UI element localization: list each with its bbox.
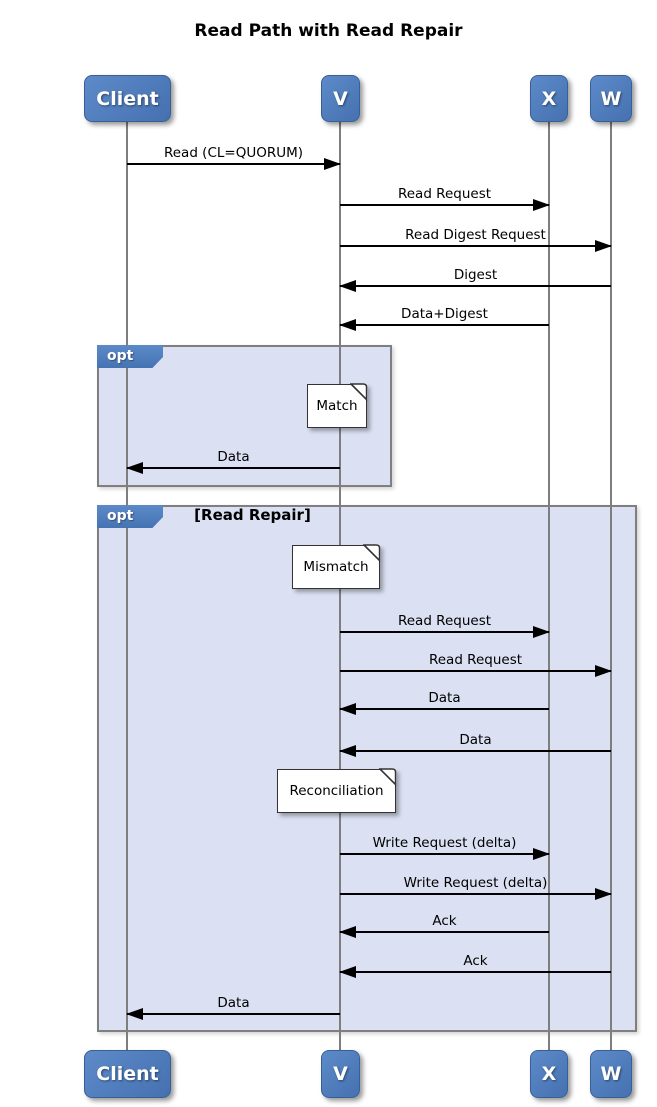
message-line bbox=[127, 162, 340, 165]
message-label: Ack bbox=[432, 913, 457, 929]
arrowhead-icon bbox=[339, 745, 356, 757]
message-line bbox=[340, 892, 611, 895]
message-read-digest-request-v-w: Read Digest Request bbox=[340, 226, 612, 252]
note-fold-corner-icon bbox=[378, 768, 397, 787]
arrowhead-icon bbox=[324, 158, 341, 170]
actor-client-bottom: Client bbox=[84, 1050, 171, 1098]
actor-w-bottom: W bbox=[590, 1050, 632, 1098]
arrowhead-icon bbox=[533, 199, 550, 211]
message-line bbox=[340, 852, 549, 855]
actor-client-top: Client bbox=[84, 75, 171, 122]
message-read-request-v-x-repair: Read Request bbox=[340, 612, 550, 638]
message-line bbox=[127, 1012, 340, 1015]
message-label: Read Digest Request bbox=[405, 227, 546, 243]
note-fold-corner-icon bbox=[349, 383, 368, 402]
note-reconciliation: Reconciliation bbox=[277, 768, 397, 813]
message-read-request-v-w-repair: Read Request bbox=[340, 651, 612, 677]
note-text: Match bbox=[316, 398, 358, 414]
message-label: Read (CL=QUORUM) bbox=[163, 145, 304, 161]
message-data-v-client: Data bbox=[126, 448, 340, 474]
message-line bbox=[340, 323, 549, 326]
arrowhead-icon bbox=[595, 240, 612, 252]
message-line bbox=[127, 466, 340, 469]
message-read-request-v-x: Read Request bbox=[340, 185, 550, 211]
message-line bbox=[340, 970, 611, 973]
message-label: Data bbox=[459, 732, 492, 748]
diagram-title: Read Path with Read Repair bbox=[194, 21, 463, 41]
message-ack-x-v: Ack bbox=[339, 912, 549, 938]
actor-w-top: W bbox=[590, 75, 632, 122]
message-label: Data bbox=[217, 995, 250, 1011]
note-mismatch: Mismatch bbox=[292, 544, 381, 589]
message-label: Read Request bbox=[428, 652, 523, 668]
message-label: Write Request (delta) bbox=[403, 875, 548, 891]
fragment-2-guard: [Read Repair] bbox=[194, 506, 311, 524]
arrowhead-icon bbox=[595, 665, 612, 677]
message-ack-w-v: Ack bbox=[339, 952, 611, 978]
arrowhead-icon bbox=[339, 703, 356, 715]
message-label: Ack bbox=[463, 953, 488, 969]
message-digest-w-v: Digest bbox=[339, 266, 611, 292]
fragment-opt-read-repair bbox=[97, 505, 637, 1032]
arrowhead-icon bbox=[533, 626, 550, 638]
message-read-quorum-client-v: Read (CL=QUORUM) bbox=[127, 144, 341, 170]
lifeline-client bbox=[126, 122, 128, 1050]
actor-x-top: X bbox=[530, 75, 568, 122]
actor-x-bottom: X bbox=[530, 1050, 568, 1098]
arrowhead-icon bbox=[595, 888, 612, 900]
arrowhead-icon bbox=[339, 966, 356, 978]
message-data-v-client-final: Data bbox=[126, 994, 340, 1020]
message-data-x-v: Data bbox=[339, 689, 549, 715]
actor-v-bottom: V bbox=[321, 1050, 360, 1098]
message-label: Data bbox=[217, 449, 250, 465]
message-label: Read Request bbox=[397, 613, 492, 629]
message-line bbox=[340, 669, 611, 672]
arrowhead-icon bbox=[339, 926, 356, 938]
message-line bbox=[340, 244, 611, 247]
message-write-request-delta-v-w: Write Request (delta) bbox=[340, 874, 612, 900]
message-line bbox=[340, 284, 611, 287]
fragment-1-operator-tab: opt bbox=[97, 345, 163, 368]
fragment-2-operator-tab: opt bbox=[97, 505, 163, 528]
arrowhead-icon bbox=[126, 1008, 143, 1020]
message-line bbox=[340, 203, 549, 206]
lifeline-w bbox=[610, 122, 612, 1050]
note-text: Reconciliation bbox=[289, 783, 384, 799]
message-line bbox=[340, 707, 549, 710]
note-match: Match bbox=[307, 383, 368, 428]
arrowhead-icon bbox=[126, 462, 143, 474]
arrowhead-icon bbox=[339, 280, 356, 292]
message-label: Data+Digest bbox=[401, 306, 488, 322]
note-fold-corner-icon bbox=[362, 544, 381, 563]
message-data-digest-x-v: Data+Digest bbox=[339, 305, 549, 331]
note-text: Mismatch bbox=[303, 559, 369, 575]
arrowhead-icon bbox=[533, 848, 550, 860]
message-label: Data bbox=[428, 690, 461, 706]
actor-v-top: V bbox=[321, 75, 360, 122]
message-write-request-delta-v-x: Write Request (delta) bbox=[340, 834, 550, 860]
message-label: Write Request (delta) bbox=[372, 835, 517, 851]
message-label: Digest bbox=[453, 267, 498, 283]
arrowhead-icon bbox=[339, 319, 356, 331]
message-data-w-v: Data bbox=[339, 731, 611, 757]
message-line bbox=[340, 930, 549, 933]
message-line bbox=[340, 749, 611, 752]
lifeline-x bbox=[548, 122, 550, 1050]
message-label: Read Request bbox=[397, 186, 492, 202]
message-line bbox=[340, 630, 549, 633]
